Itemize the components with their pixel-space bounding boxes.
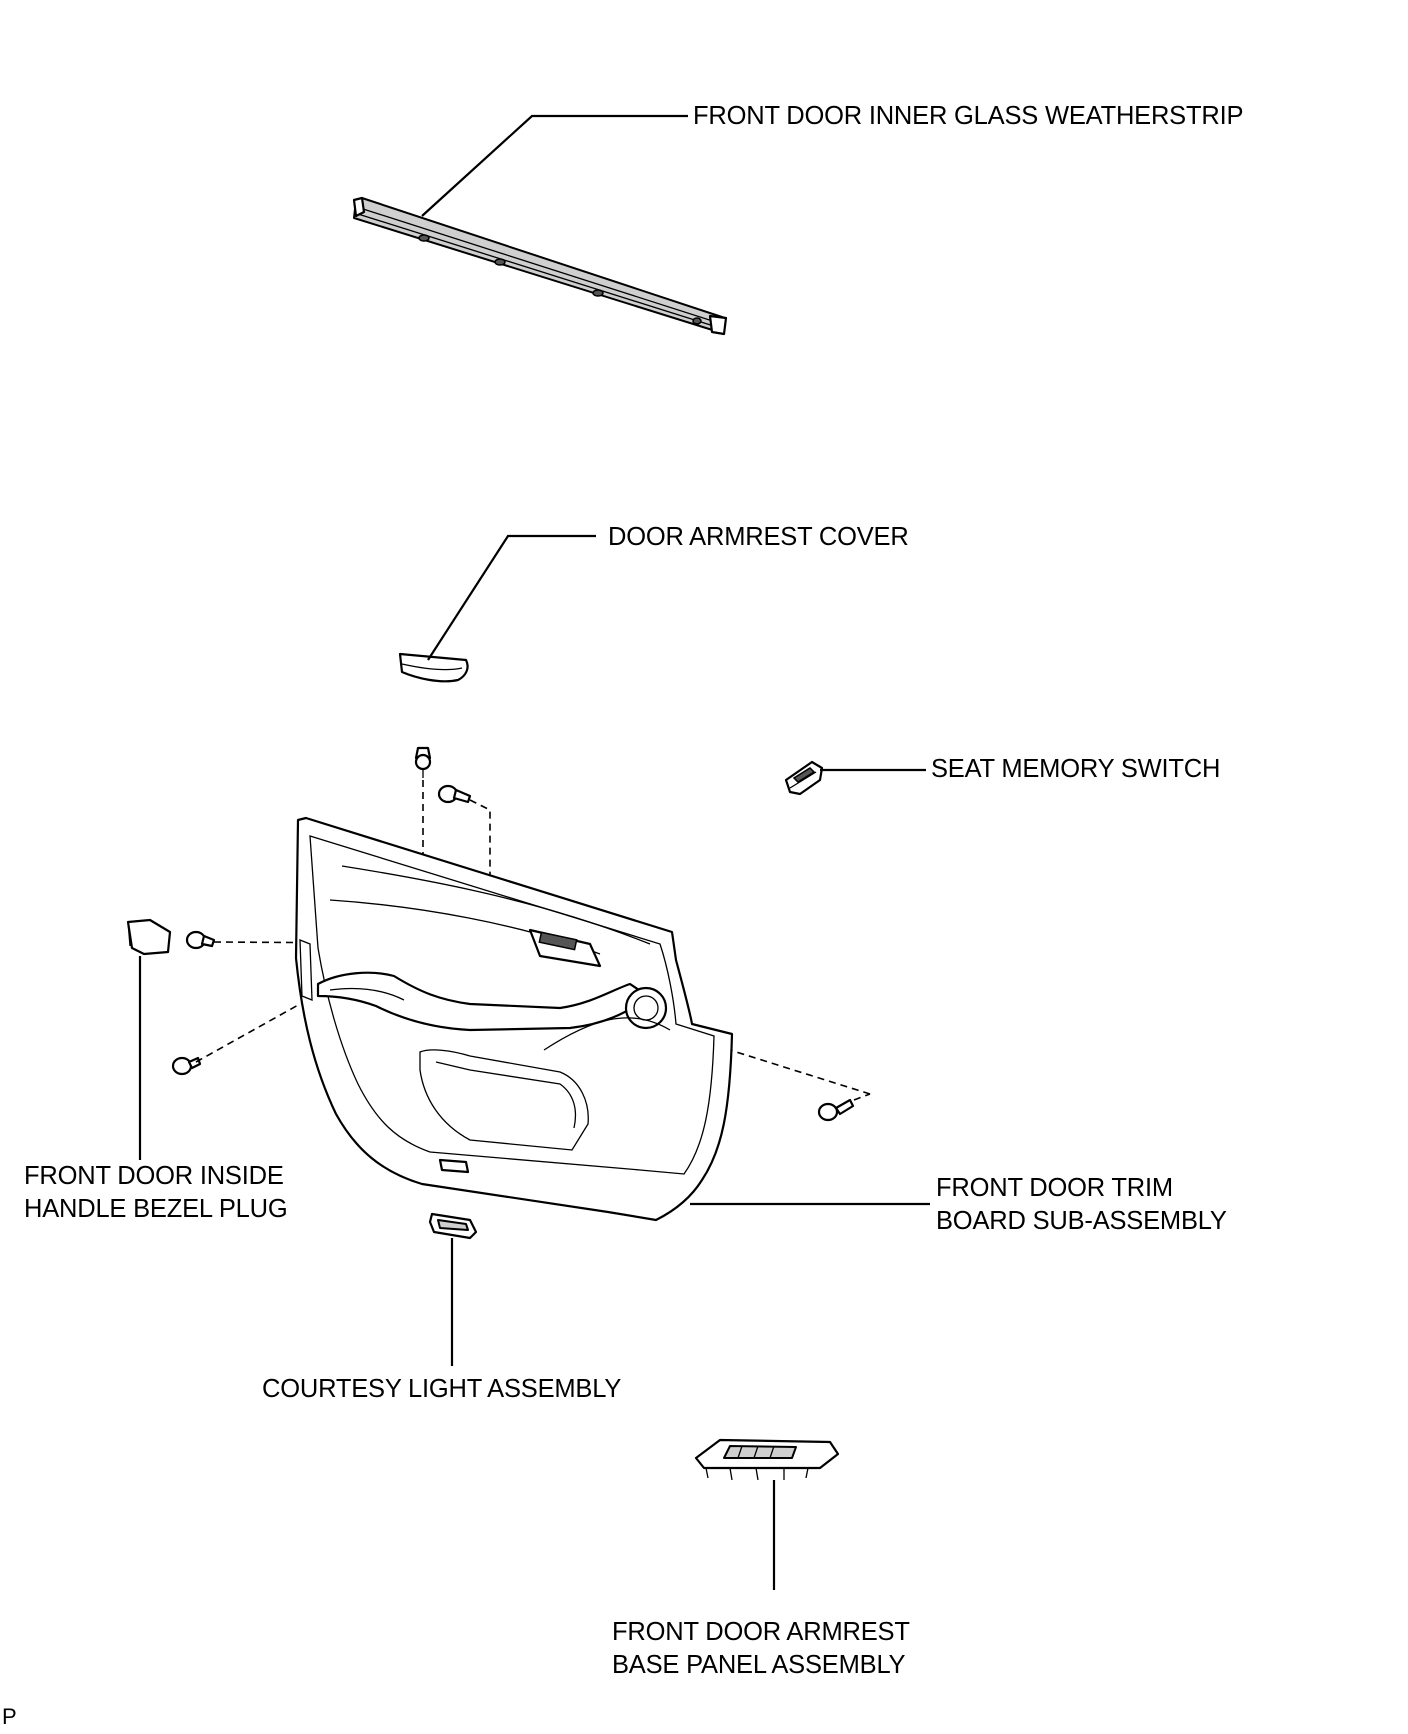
inside-handle-bezel-plug-part (126, 918, 172, 956)
trim-board-part (294, 816, 734, 1222)
armrest-base-panel-part (694, 1438, 840, 1481)
label-inner-glass-weatherstrip: FRONT DOOR INNER GLASS WEATHERSTRIP (693, 102, 1244, 130)
label-armrest-base-panel-line-1: FRONT DOOR ARMREST (612, 1618, 910, 1646)
screw-top-angled (437, 784, 472, 804)
label-trim-board-line-2: BOARD SUB-ASSEMBLY (936, 1207, 1227, 1235)
label-seat-memory-switch: SEAT MEMORY SWITCH (931, 755, 1221, 783)
corner-mark: P (2, 1704, 17, 1729)
label-armrest-cover: DOOR ARMREST COVER (608, 523, 909, 551)
screw-right (817, 1098, 855, 1122)
label-courtesy-light: COURTESY LIGHT ASSEMBLY (262, 1375, 622, 1403)
label-armrest-base-panel-line-2: BASE PANEL ASSEMBLY (612, 1651, 906, 1679)
label-inside-handle-bezel-plug: FRONT DOOR INSIDE HANDLE BEZEL PLUG (24, 1160, 288, 1226)
courtesy-light-part (428, 1212, 478, 1240)
leader-inner-glass-weatherstrip (421, 114, 688, 217)
label-inside-handle-bezel-plug-line-2: HANDLE BEZEL PLUG (24, 1195, 288, 1223)
screw-top-vertical (414, 746, 432, 778)
label-armrest-base-panel: FRONT DOOR ARMREST BASE PANEL ASSEMBLY (612, 1616, 910, 1682)
label-inside-handle-bezel-plug-line-1: FRONT DOOR INSIDE (24, 1162, 284, 1190)
leader-armrest-cover (427, 534, 596, 661)
screw-left-upper (185, 930, 216, 950)
inner-glass-weatherstrip-part (352, 196, 728, 336)
label-trim-board: FRONT DOOR TRIM BOARD SUB-ASSEMBLY (936, 1172, 1227, 1238)
label-trim-board-line-1: FRONT DOOR TRIM (936, 1174, 1173, 1202)
seat-memory-switch-part (784, 760, 824, 796)
armrest-cover-part (398, 652, 469, 683)
screw-left-lower (171, 1056, 202, 1076)
